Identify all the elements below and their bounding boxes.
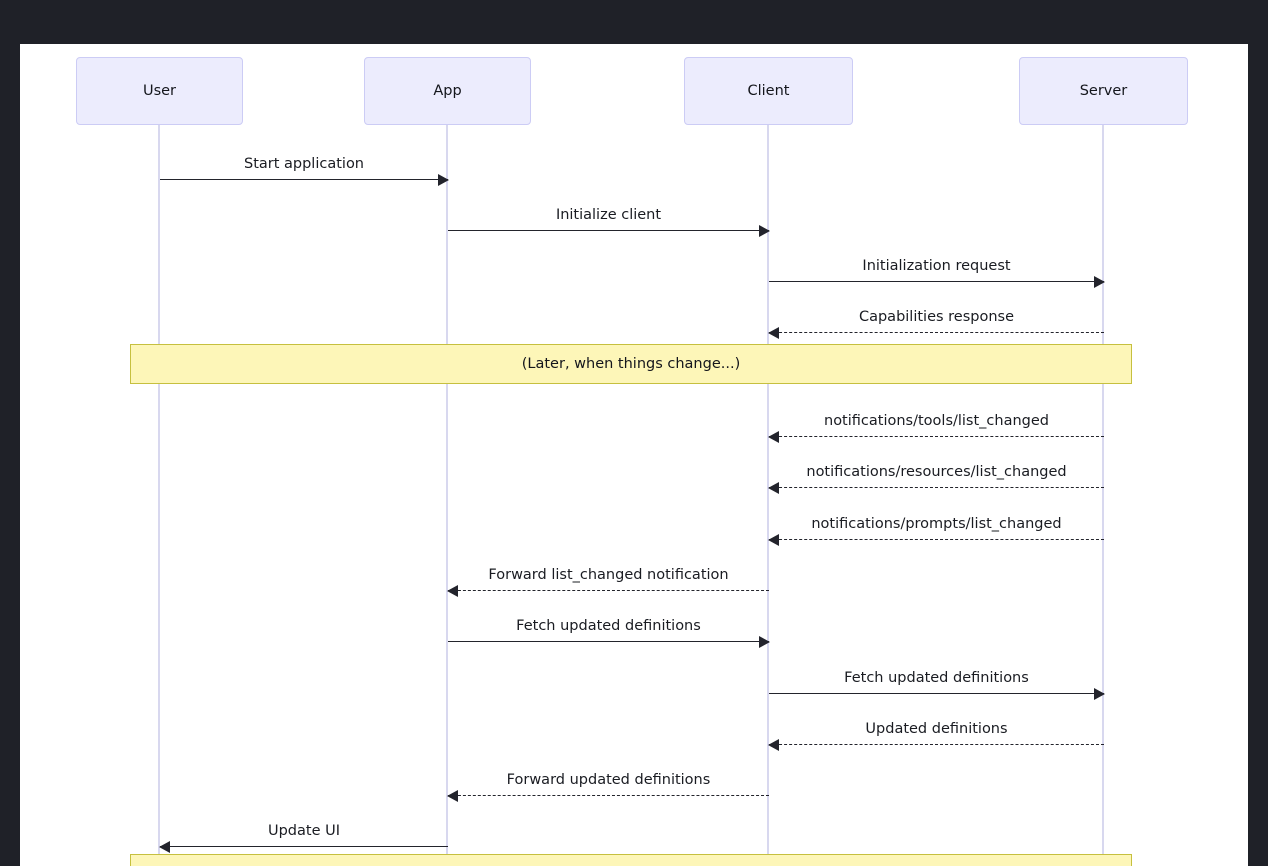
participant-server[interactable]: Server [1019,57,1188,125]
participant-label: User [142,83,177,99]
message-label: Fetch updated definitions [844,669,1029,686]
participant-client[interactable]: Client [684,57,853,125]
message-line-dashed [769,487,1104,488]
message-m12[interactable]: Forward updated definitions [447,766,769,802]
message-label: notifications/prompts/list_changed [811,515,1062,532]
message-line-dashed [769,744,1104,745]
participant-user[interactable]: User [76,57,243,125]
message-line-dashed [769,332,1104,333]
lifeline-client [767,125,769,866]
arrowhead-right-icon [759,636,770,648]
arrowhead-right-icon [1094,276,1105,288]
arrowhead-left-icon [447,585,458,597]
message-line-solid [160,179,448,180]
message-line-dashed [448,795,769,796]
participant-label: Server [1079,83,1128,99]
message-line-dashed [769,436,1104,437]
message-line-solid [769,281,1104,282]
message-m4[interactable]: Capabilities response [768,303,1104,339]
arrowhead-left-icon [768,739,779,751]
message-line-solid [448,230,769,231]
arrowhead-right-icon [1094,688,1105,700]
message-m9[interactable]: Fetch updated definitions [448,612,770,648]
message-m1[interactable]: Start application [160,150,449,186]
message-label: Initialize client [555,206,662,223]
message-m13[interactable]: Update UI [159,817,448,853]
note-label: (Later, when things change...) [521,356,741,372]
participant-label: App [433,83,462,99]
message-label: Forward updated definitions [506,771,711,788]
note-band-n1[interactable]: (Later, when things change...) [130,344,1132,384]
note-band-n2[interactable] [130,854,1132,866]
participant-app[interactable]: App [364,57,531,125]
message-label: notifications/tools/list_changed [824,412,1049,429]
message-label: Initialization request [862,257,1011,274]
lifeline-server [1102,125,1104,866]
message-line-dashed [769,539,1104,540]
arrowhead-left-icon [447,790,458,802]
arrowhead-left-icon [768,482,779,494]
clipped-page-title [0,0,1268,8]
message-line-solid [448,641,769,642]
message-m3[interactable]: Initialization request [769,252,1105,288]
message-m8[interactable]: Forward list_changed notification [447,561,769,597]
arrowhead-right-icon [438,174,449,186]
message-label: Forward list_changed notification [488,566,729,583]
message-label: notifications/resources/list_changed [806,463,1067,480]
message-m10[interactable]: Fetch updated definitions [769,664,1105,700]
message-line-dashed [448,590,769,591]
message-label: Fetch updated definitions [516,617,701,634]
message-m11[interactable]: Updated definitions [768,715,1104,751]
message-m5[interactable]: notifications/tools/list_changed [768,407,1104,443]
message-line-solid [160,846,448,847]
arrowhead-left-icon [159,841,170,853]
participant-label: Client [747,83,790,99]
arrowhead-left-icon [768,327,779,339]
arrowhead-left-icon [768,534,779,546]
lifeline-user [158,125,160,866]
message-label: Capabilities response [858,308,1015,325]
message-label: Updated definitions [865,720,1008,737]
message-label: Update UI [267,822,340,839]
message-m6[interactable]: notifications/resources/list_changed [768,458,1104,494]
arrowhead-right-icon [759,225,770,237]
message-m7[interactable]: notifications/prompts/list_changed [768,510,1104,546]
message-line-solid [769,693,1104,694]
arrowhead-left-icon [768,431,779,443]
message-m2[interactable]: Initialize client [448,201,770,237]
message-label: Start application [243,155,364,172]
lifeline-app [446,125,448,866]
